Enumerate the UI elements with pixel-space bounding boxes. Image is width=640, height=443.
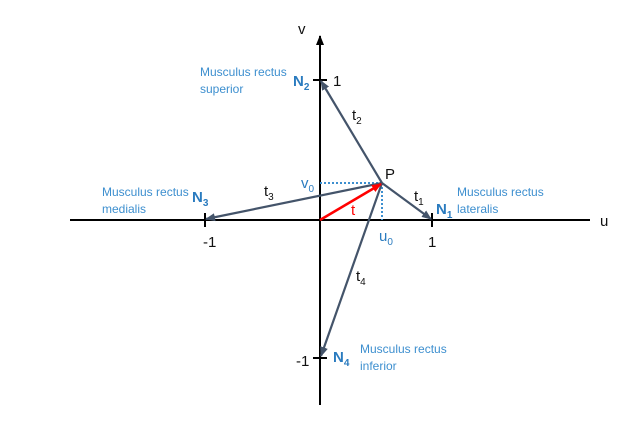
vector-t1: [381, 182, 432, 220]
tick-v-neg: -1: [296, 353, 309, 370]
label-t2: t2: [352, 107, 362, 127]
v-axis-label: v: [298, 21, 306, 38]
tick-u-neg: -1: [203, 234, 216, 251]
label-t4: t4: [356, 268, 366, 288]
ticks: [204, 79, 433, 359]
node-n1-label: N1: [436, 201, 453, 221]
u0-label: u0: [379, 228, 393, 248]
u-axis-label: u: [600, 213, 608, 230]
node-n4-label: N4: [333, 349, 350, 369]
label-t: t: [351, 202, 356, 219]
label-t3: t3: [264, 183, 274, 203]
label-t1: t1: [414, 188, 424, 208]
tick-v-pos: 1: [333, 73, 341, 90]
vector-t: [319, 182, 382, 222]
vector-t4: [319, 182, 384, 357]
node-n2-label: N2: [293, 73, 310, 93]
vector-t3: [205, 181, 383, 222]
node-n3-label: N3: [192, 189, 209, 209]
point-p-label: P: [385, 166, 395, 183]
vector-t2: [320, 80, 383, 184]
tick-u-pos: 1: [428, 234, 436, 251]
v0-label: v0: [301, 175, 315, 195]
